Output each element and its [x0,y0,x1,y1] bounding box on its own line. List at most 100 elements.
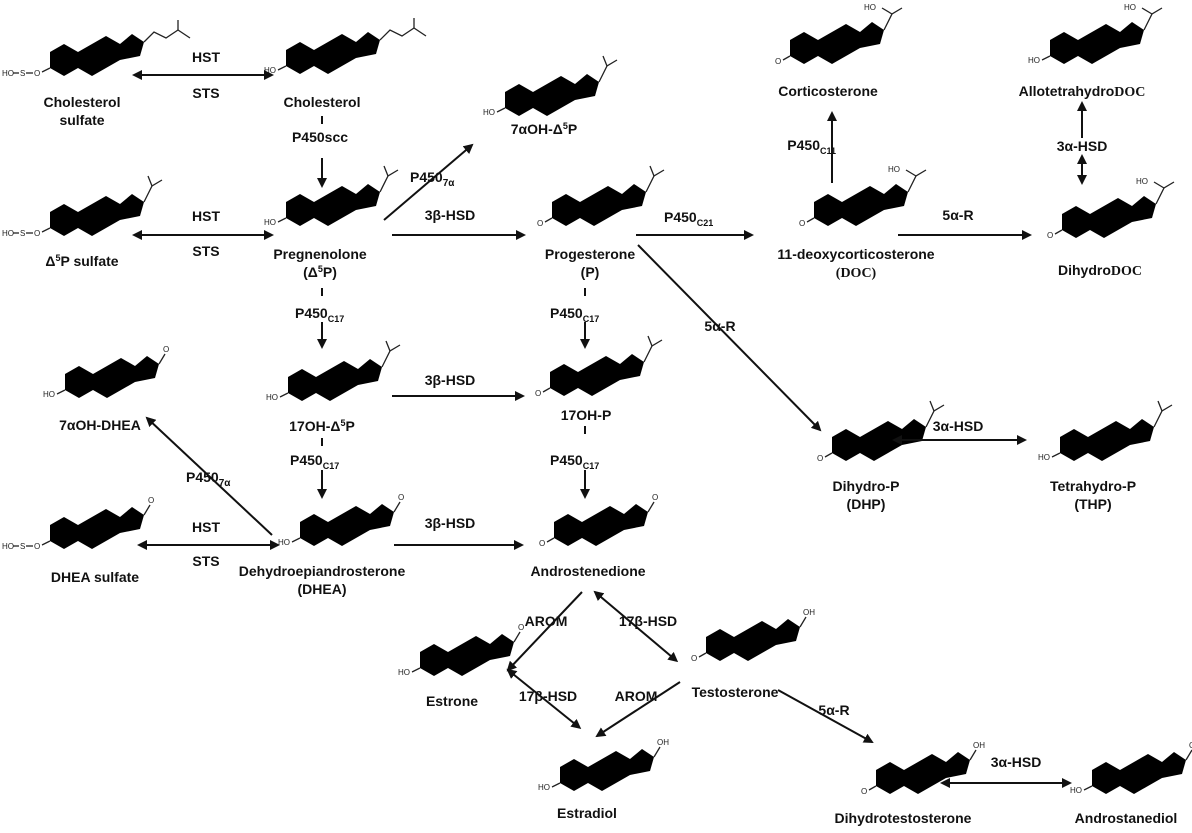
svg-text:HO: HO [266,393,278,402]
svg-text:O: O [34,229,40,238]
molecule-corticosterone: O HO [775,3,903,66]
svg-text:O: O [163,345,169,354]
label-dhea-2: (DHEA) [298,581,347,597]
svg-text:HO: HO [864,3,876,12]
reaction-arrows [132,70,1087,788]
label-cholesterol-sulfate-2: sulfate [59,112,104,128]
enzyme-5a-r-doc: 5α-R [942,207,973,223]
enzyme-3b-hsd-preg: 3β-HSD [425,207,476,223]
svg-text:HO: HO [1124,3,1136,12]
enzyme-3b-hsd-17oh: 3β-HSD [425,372,476,388]
svg-text:O: O [861,787,867,796]
label-pregnenolone-1: Pregnenolone [273,246,367,262]
enzyme-5a-r-testo: 5α-R [818,702,849,718]
label-cholesterol-sulfate-1: Cholesterol [43,94,120,110]
svg-text:HO: HO [538,783,550,792]
molecule-dihydrodoc: OHO [1047,177,1175,240]
svg-text:HO: HO [2,542,14,551]
svg-text:S: S [20,69,25,78]
label-dhea-sulfate: DHEA sulfate [51,569,139,585]
enzyme-5a-r-prog: 5α-R [704,318,735,334]
svg-text:O: O [775,57,781,66]
enzyme-3a-hsd-doc: 3α-HSD [1057,138,1108,154]
svg-text:HO: HO [43,390,55,399]
label-estradiol: Estradiol [557,805,617,821]
compound-labels: Cholesterol sulfate Cholesterol 7αOH-Δ5P… [43,83,1177,826]
enzyme-3b-hsd-dhea: 3β-HSD [425,515,476,531]
svg-text:O: O [398,493,404,502]
svg-text:OH: OH [1189,741,1192,750]
svg-text:OH: OH [803,608,815,617]
arrow-testosterone-estradiol [595,681,681,738]
molecule-androstenedione: OO [539,493,658,548]
arrow-estradiol-estrone [506,668,582,730]
svg-text:O: O [799,219,805,228]
label-dihydrodoc: DihydroDOC [1058,262,1142,279]
label-dihydro-p-2: (DHP) [847,496,886,512]
label-dhea-1: Dehydroepiandrosterone [239,563,406,579]
enzyme-arom-estrone: AROM [525,613,568,629]
arrow-testosterone-dht [777,689,874,743]
svg-text:S: S [20,542,25,551]
label-estrone: Estrone [426,693,478,709]
svg-text:OH: OH [657,738,669,747]
svg-text:O: O [518,623,524,632]
label-doc-2: (DOC) [836,266,877,281]
molecule-7aoh-d5p: HO [483,55,618,117]
molecule-dhea: HOO [278,493,404,547]
label-androstenedione: Androstenedione [530,563,645,579]
svg-text:HO: HO [1136,177,1148,186]
label-7aoh-d5p: 7αOH-Δ5P [511,121,577,137]
enzyme-17b-hsd-estra: 17β-HSD [519,688,577,704]
label-testosterone: Testosterone [692,684,779,700]
arrow-progesterone-dhp [637,244,822,432]
molecule-dht: O OH [861,741,985,796]
svg-text:O: O [148,496,154,505]
label-doc-1: 11-deoxycorticosterone [777,246,934,262]
arrow-dhea-7aohdhea [145,416,273,536]
enzyme-sts-cholesterol: STS [192,85,219,101]
arrow-androstenedione-estrone [506,591,583,672]
enzyme-p450-7a-dhea: P4507α [186,469,231,489]
enzyme-p450-c17-c: P450C17 [290,452,339,471]
enzyme-sts-d5p: STS [192,243,219,259]
label-progesterone-2: (P) [581,264,600,280]
enzyme-p450-c21: P450C21 [664,209,713,228]
label-progesterone-1: Progesterone [545,246,635,262]
label-cholesterol: Cholesterol [283,94,360,110]
enzyme-3a-hsd-p: 3α-HSD [933,418,984,434]
svg-text:O: O [817,454,823,463]
label-dihydrotestosterone: Dihydrotestosterone [835,810,972,826]
molecule-17oh-p: O [535,335,663,398]
label-allotetrahydrodoc: AllotetrahydroDOC [1019,83,1146,100]
enzyme-p450-c17-b: P450C17 [550,305,599,324]
label-dihydro-p-1: Dihydro-P [833,478,900,494]
enzyme-arom-estradiol: AROM [615,688,658,704]
label-tetrahydro-p-2: (THP) [1074,496,1111,512]
label-pregnenolone-2: (Δ5P) [303,264,337,280]
molecule-thp: HO [1038,400,1173,462]
svg-text:OH: OH [973,741,985,750]
label-d5p-sulfate: Δ5P sulfate [45,253,118,269]
enzyme-hst-d5p: HST [192,208,220,224]
molecule-cholesterol: HO [264,18,427,75]
enzyme-labels: HST STS P450scc P4507α P450C11 3α-HSD HS… [186,49,1107,770]
svg-text:O: O [652,493,658,502]
svg-text:HO: HO [2,69,14,78]
enzyme-sts-dhea: STS [192,553,219,569]
svg-text:HO: HO [888,165,900,174]
enzyme-hst-dhea: HST [192,519,220,535]
molecule-testosterone: O OH [691,608,815,663]
svg-text:O: O [691,654,697,663]
molecule-dhp: O [817,400,945,463]
arrow-pregnenolone-7aoh [383,143,474,221]
svg-text:HO: HO [264,66,276,75]
svg-text:HO: HO [2,229,14,238]
svg-text:HO: HO [264,218,276,227]
molecule-estrone: HOO [398,623,524,677]
